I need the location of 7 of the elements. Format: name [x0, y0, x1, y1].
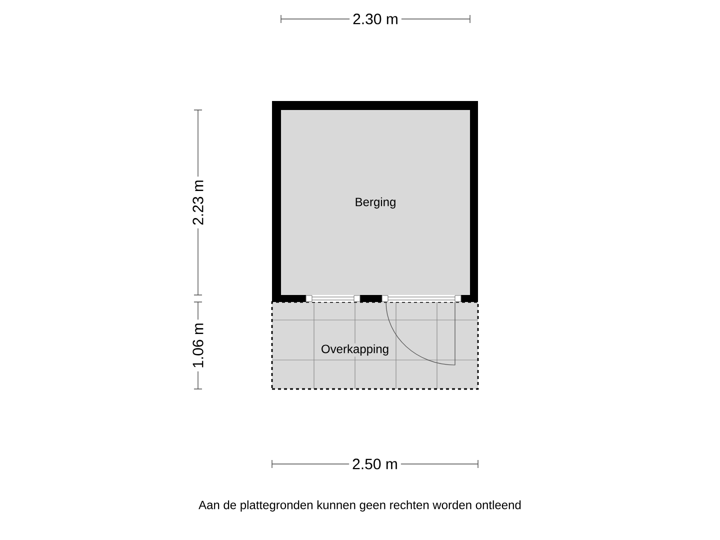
dimension-label: 2.30 m: [350, 10, 402, 28]
disclaimer: Aan de plattegronden kunnen geen rechten worden ontleend: [198, 500, 521, 512]
dimension-label: 2.50 m: [349, 456, 401, 472]
dimension-label: 1.06 m: [190, 320, 206, 372]
dimension-label: 2.23 m: [190, 176, 206, 228]
covered-area: Overkapping: [271, 301, 479, 390]
room: Berging: [272, 101, 478, 302]
